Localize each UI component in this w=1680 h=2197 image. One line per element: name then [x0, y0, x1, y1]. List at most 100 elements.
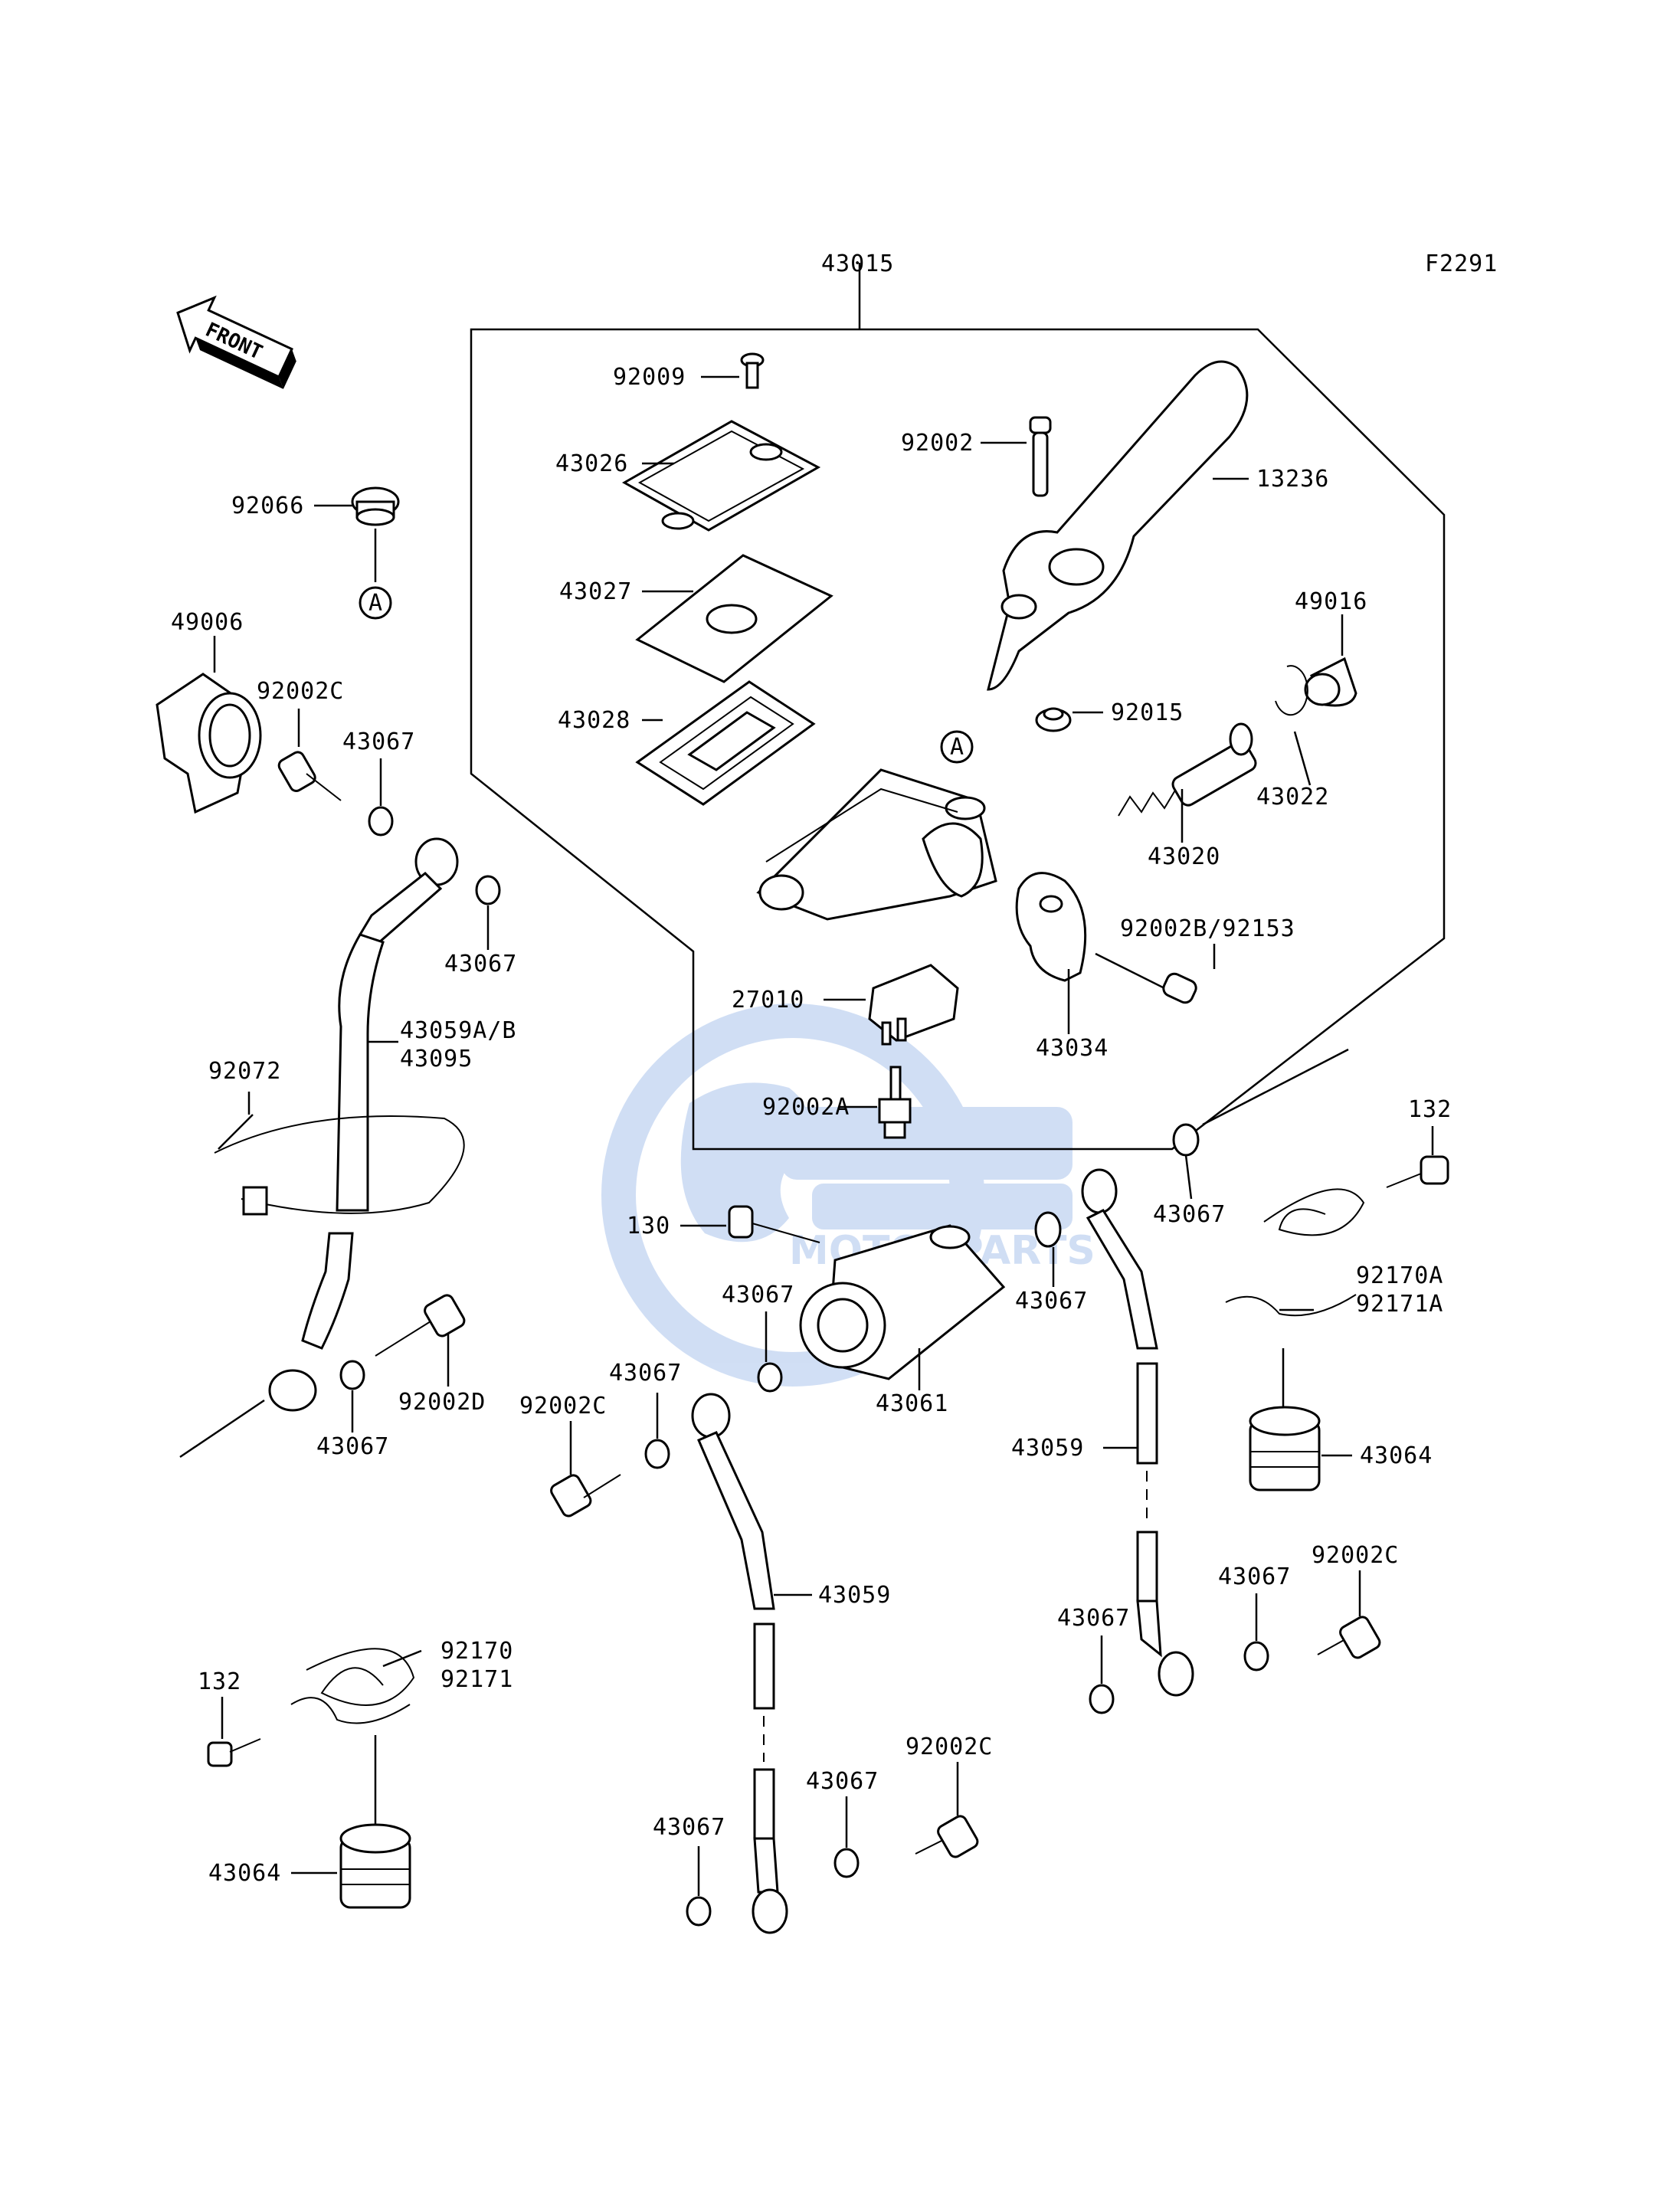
- label-92002: 92002: [901, 430, 974, 457]
- washer-43067-d: [757, 1311, 783, 1393]
- label-43067-c: 43067: [316, 1433, 389, 1460]
- boot-49016: [1304, 614, 1357, 707]
- label-43067-f: 43067: [609, 1360, 682, 1387]
- label-13236: 13236: [1256, 466, 1329, 493]
- diaphragm-43028: [635, 680, 816, 806]
- plug-92066: [314, 486, 400, 582]
- label-92015: 92015: [1111, 699, 1184, 726]
- label-92002D: 92002D: [398, 1389, 486, 1416]
- label-43067-g: 43067: [653, 1814, 725, 1841]
- label-43067-b: 43067: [444, 951, 517, 977]
- label-92171: 92171: [440, 1666, 513, 1693]
- label-43020: 43020: [1148, 843, 1220, 870]
- label-92170A: 92170A: [1356, 1262, 1443, 1289]
- ref-marker-a-plug: A: [359, 586, 392, 620]
- clamp-92170: [290, 1648, 422, 1835]
- circlip-43022: [1275, 665, 1312, 786]
- clamp-92170A: [1225, 1188, 1365, 1421]
- bolt-132-a: [207, 1697, 261, 1767]
- label-43059-b: 43059: [1011, 1435, 1084, 1462]
- banjo-bolt-92002C-b: [550, 1421, 621, 1518]
- label-43028: 43028: [558, 707, 630, 734]
- label-43061: 43061: [876, 1390, 948, 1417]
- label-130: 130: [627, 1213, 670, 1239]
- label-43067-d: 43067: [722, 1282, 794, 1308]
- label-43064-b: 43064: [1360, 1442, 1433, 1469]
- banjo-bolt-92002C-d: [1317, 1570, 1381, 1659]
- washer-43067-k: [1243, 1593, 1269, 1671]
- label-92066: 92066: [231, 493, 304, 519]
- label-43067-j: 43067: [1057, 1605, 1130, 1632]
- svg-text:A: A: [368, 590, 383, 617]
- figure-code: F2291: [1425, 250, 1498, 277]
- label-43026: 43026: [555, 450, 628, 477]
- hose-43059-a: [691, 1393, 812, 1934]
- label-43059-a: 43059: [818, 1582, 891, 1609]
- nut-92015: [1035, 707, 1103, 732]
- bleeder-92002A: [839, 1066, 912, 1139]
- banjo-bolt-92002D: [375, 1294, 466, 1387]
- plate-43027: [635, 554, 833, 683]
- bolt-92002B: [1095, 944, 1216, 1004]
- ref-marker-a-body: A: [940, 730, 974, 764]
- label-43064-a: 43064: [208, 1860, 281, 1887]
- pin-92002: [981, 416, 1052, 497]
- label-92002C-c: 92002C: [905, 1734, 993, 1760]
- washer-43067-a: [368, 758, 394, 837]
- label-43095: 43095: [400, 1046, 473, 1072]
- label-43027: 43027: [559, 578, 632, 605]
- label-43059AB: 43059A/B: [400, 1017, 517, 1044]
- grommet-43064-a: [291, 1823, 411, 1909]
- washer-43067-g: [686, 1846, 712, 1927]
- switch-27010: [824, 964, 959, 1046]
- label-43067-i: 43067: [1153, 1201, 1226, 1228]
- bolt-132-b: [1386, 1126, 1449, 1188]
- svg-text:A: A: [950, 734, 964, 761]
- washer-43067-f: [644, 1393, 670, 1469]
- label-43067-h: 43067: [806, 1768, 879, 1795]
- washer-43067-i: [1172, 1123, 1200, 1200]
- label-43067-a: 43067: [342, 729, 415, 755]
- washer-43067-h: [833, 1796, 860, 1878]
- clamp-43034: [1015, 872, 1087, 1034]
- label-92072: 92072: [208, 1058, 281, 1085]
- label-43022: 43022: [1256, 784, 1329, 810]
- label-92170: 92170: [440, 1638, 513, 1665]
- washer-43067-c: [339, 1360, 365, 1432]
- master-cylinder-body: [756, 768, 997, 921]
- label-43067-k: 43067: [1218, 1563, 1291, 1590]
- label-92002C-a: 92002C: [257, 678, 344, 705]
- piston-43020: [1118, 722, 1257, 843]
- front-arrow: FRONT: [176, 295, 296, 389]
- joint-43061: [799, 1224, 1006, 1390]
- band-92072: [214, 1092, 465, 1216]
- label-92002C-b: 92002C: [519, 1393, 607, 1419]
- label-92002B-92153: 92002B/92153: [1120, 915, 1295, 942]
- label-92171A: 92171A: [1356, 1291, 1443, 1318]
- label-27010: 27010: [732, 987, 804, 1013]
- split-line-left: [179, 1399, 265, 1459]
- screw-92009: [701, 352, 765, 389]
- label-49016: 49016: [1295, 588, 1367, 615]
- label-132-b: 132: [1408, 1096, 1452, 1123]
- label-92002A: 92002A: [762, 1094, 850, 1121]
- assembly-bracket: [470, 263, 1446, 1151]
- label-43034: 43034: [1036, 1035, 1109, 1062]
- front-arrow-icon: [176, 295, 293, 378]
- banjo-bolt-92002C-c: [915, 1762, 979, 1858]
- label-92009: 92009: [613, 364, 686, 391]
- lever-13236: [987, 360, 1249, 691]
- bolt-130: [680, 1205, 820, 1243]
- label-92002C-d: 92002C: [1312, 1542, 1399, 1569]
- washer-43067-e: [1034, 1211, 1062, 1287]
- cap-43026: [621, 420, 821, 532]
- split-line-right: [1202, 1048, 1349, 1126]
- label-43015: 43015: [821, 250, 894, 277]
- washer-43067-b: [475, 875, 501, 950]
- label-43067-e: 43067: [1015, 1288, 1088, 1315]
- grommet-43064-b: [1249, 1406, 1352, 1491]
- hose-43059AB: [268, 837, 459, 1412]
- label-132-a: 132: [198, 1668, 241, 1695]
- label-49006: 49006: [171, 609, 244, 636]
